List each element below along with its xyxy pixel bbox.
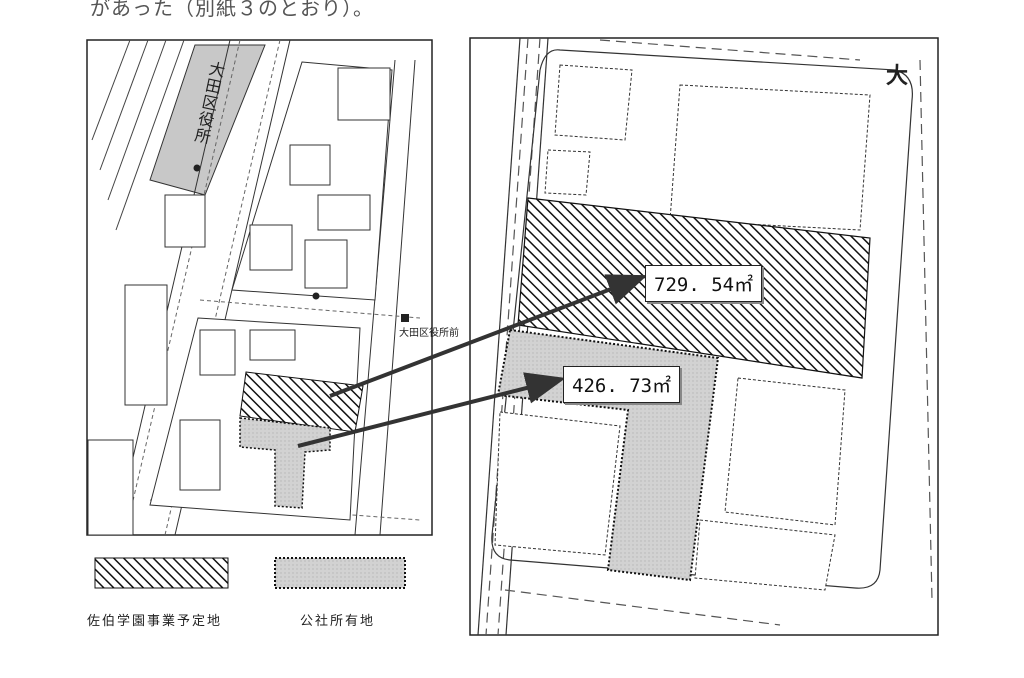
arrow-to-426 [297, 372, 566, 448]
area-label-public-land: 426. 73㎡ [563, 366, 681, 403]
legend-label-public-land: 公社所有地 [300, 614, 376, 629]
arrow-to-729 [329, 274, 648, 398]
lower-block [149, 317, 361, 521]
left-buildings [87, 194, 206, 536]
arrows [297, 274, 648, 448]
city-hall-marker-icon [193, 164, 201, 172]
area-label-planned-site: 729. 54㎡ [645, 265, 763, 302]
legend-label-planned-site: 佐伯学園事業予定地 [87, 614, 223, 629]
right-block-outline [491, 49, 913, 589]
railway-lines [91, 39, 185, 231]
right-map [469, 37, 939, 636]
legend-swatch-planned-site [94, 557, 229, 589]
map-label-station: 大田区役所前 [399, 328, 459, 339]
map-label-kanji-o: 大 [886, 64, 909, 89]
parking-marker-icon [312, 292, 320, 300]
header-text: があった（別紙３のとおり）。 [90, 0, 374, 20]
legend-swatch-public-land [274, 557, 406, 589]
public-land-left [239, 417, 331, 509]
bus-stop-icon [401, 314, 409, 322]
upper-block [231, 61, 393, 301]
left-map [86, 39, 433, 536]
